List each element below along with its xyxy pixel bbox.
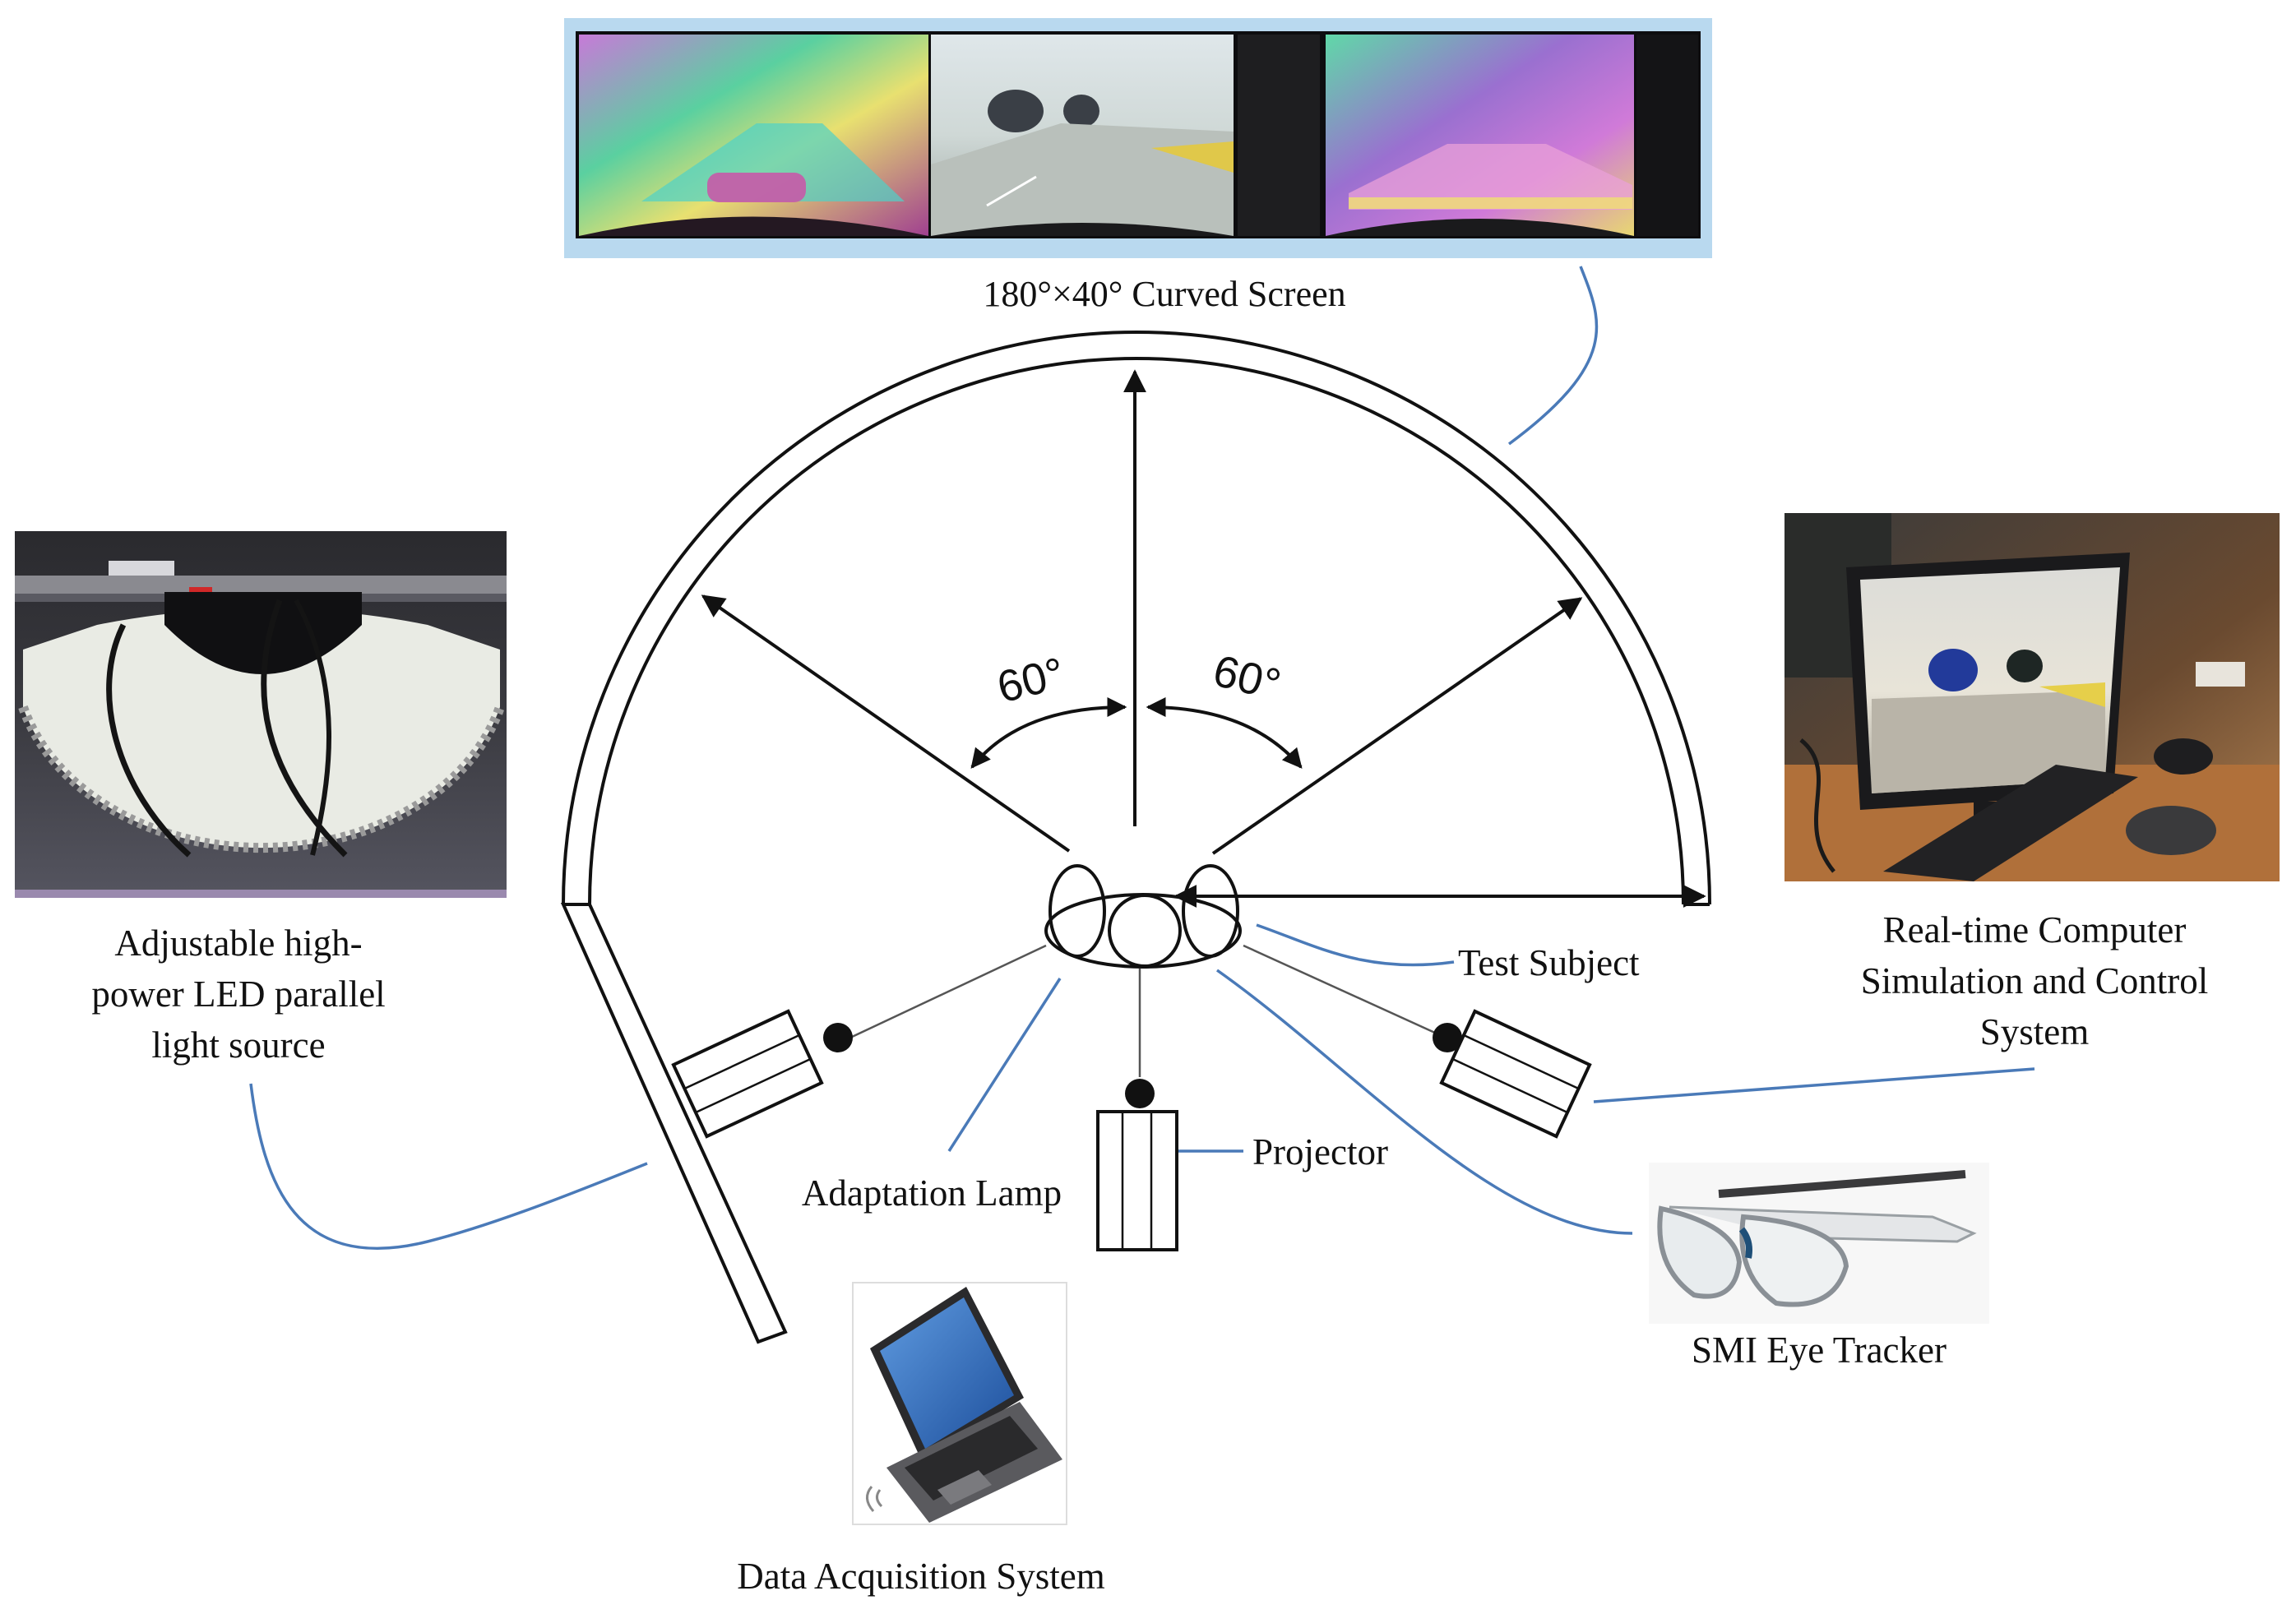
adaptation-lamp-left [671,944,1047,1139]
eye-tracker-label: SMI Eye Tracker [1692,1330,1947,1371]
led-label-line1: Adjustable high- [114,923,362,964]
angle-right-label: 60° [1208,646,1285,710]
led-label-line2: power LED parallel [91,973,385,1015]
adaptation-lamp-label: Adaptation Lamp [802,1172,1062,1214]
angle-left: 60° [970,649,1127,769]
angle-left-label: 60° [993,649,1070,713]
computer-label-line1: Real-time Computer [1883,909,2187,950]
data-acquisition-laptop-photo [852,1282,1067,1525]
led-label-line3: light source [151,1024,325,1066]
test-subject-label: Test Subject [1458,942,1640,983]
eye-tracker-photo [1649,1163,1989,1324]
curved-screen-outline [560,331,1711,1344]
view-direction-arrows [701,369,1706,908]
computer-system-photo [1784,513,2280,881]
adaptation-lamp-right [1243,944,1592,1139]
curved-screen-photo [564,18,1712,258]
computer-label-line2: Simulation and Control [1861,960,2209,1001]
projector-label: Projector [1252,1131,1388,1172]
leader-lines [249,266,2035,1251]
data-acquisition-label: Data Acquisition System [737,1556,1104,1597]
curved-screen-label: 180°×40° Curved Screen [983,274,1345,314]
angle-right: 60° [1146,646,1303,769]
projector-figure [1096,969,1178,1251]
led-light-source-photo [15,531,507,898]
computer-label-line3: System [1980,1011,2090,1052]
test-subject-figure [1044,864,1242,969]
